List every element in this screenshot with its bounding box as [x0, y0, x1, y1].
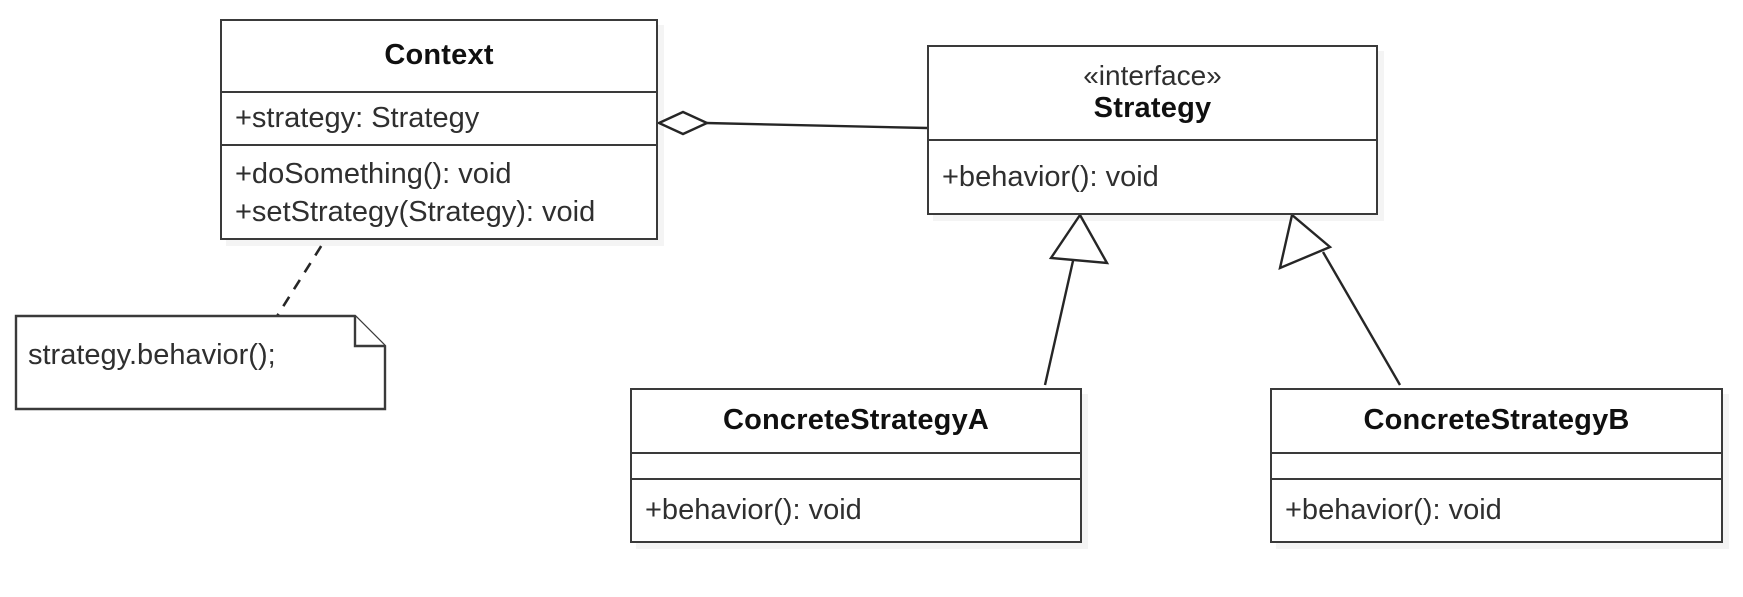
note-text: strategy.behavior(); [28, 339, 276, 371]
context-operation: +setStrategy(Strategy): void [235, 196, 596, 228]
hollow-triangle-arrow-concretea [1048, 212, 1110, 265]
context-class-name: Context [384, 39, 494, 72]
class-box-context[interactable]: Context +strategy: Strategy +doSomething… [220, 19, 658, 240]
note-outline [14, 314, 387, 411]
class-box-concrete-strategy-a[interactable]: ConcreteStrategyA +behavior(): void [630, 388, 1082, 543]
context-operation: +doSomething(): void [235, 157, 512, 190]
concrete-b-attributes-compartment [1272, 452, 1721, 478]
class-box-concrete-strategy-b[interactable]: ConcreteStrategyB +behavior(): void [1270, 388, 1723, 543]
context-attribute: +strategy: Strategy [235, 102, 480, 135]
aggregation-line-context-strategy [705, 121, 928, 130]
concrete-a-title-compartment: ConcreteStrategyA [632, 390, 1080, 452]
concrete-b-title-compartment: ConcreteStrategyB [1272, 390, 1721, 452]
concrete-b-class-name: ConcreteStrategyB [1363, 404, 1630, 437]
strategy-stereotype: «interface» [1083, 59, 1222, 91]
class-box-strategy[interactable]: «interface» Strategy +behavior(): void [927, 45, 1378, 215]
concrete-a-attributes-compartment [632, 452, 1080, 478]
note-fold-corner [353, 316, 385, 348]
strategy-operation: +behavior(): void [942, 160, 1159, 193]
concrete-a-operations-compartment: +behavior(): void [632, 478, 1080, 541]
concrete-a-operation: +behavior(): void [645, 494, 862, 527]
strategy-title-compartment: «interface» Strategy [929, 47, 1376, 139]
concrete-b-operations-compartment: +behavior(): void [1272, 478, 1721, 541]
note-shape [14, 314, 387, 411]
generalization-line-concretea-strategy [1043, 251, 1077, 386]
strategy-operations-compartment: +behavior(): void [929, 139, 1376, 213]
strategy-class-name: Strategy [1093, 91, 1212, 124]
generalization-line-concreteb-strategy [1321, 251, 1402, 386]
concrete-b-operation: +behavior(): void [1285, 494, 1502, 527]
concrete-a-class-name: ConcreteStrategyA [722, 404, 990, 437]
context-title-compartment: Context [222, 21, 656, 91]
hollow-diamond-aggregation [656, 110, 710, 136]
context-attributes-compartment: +strategy: Strategy [222, 91, 656, 144]
context-operations-compartment: +doSomething(): void +setStrategy(Strate… [222, 144, 656, 240]
hollow-triangle-arrow-concreteb [1278, 212, 1333, 271]
note-box[interactable]: strategy.behavior(); [14, 314, 387, 411]
